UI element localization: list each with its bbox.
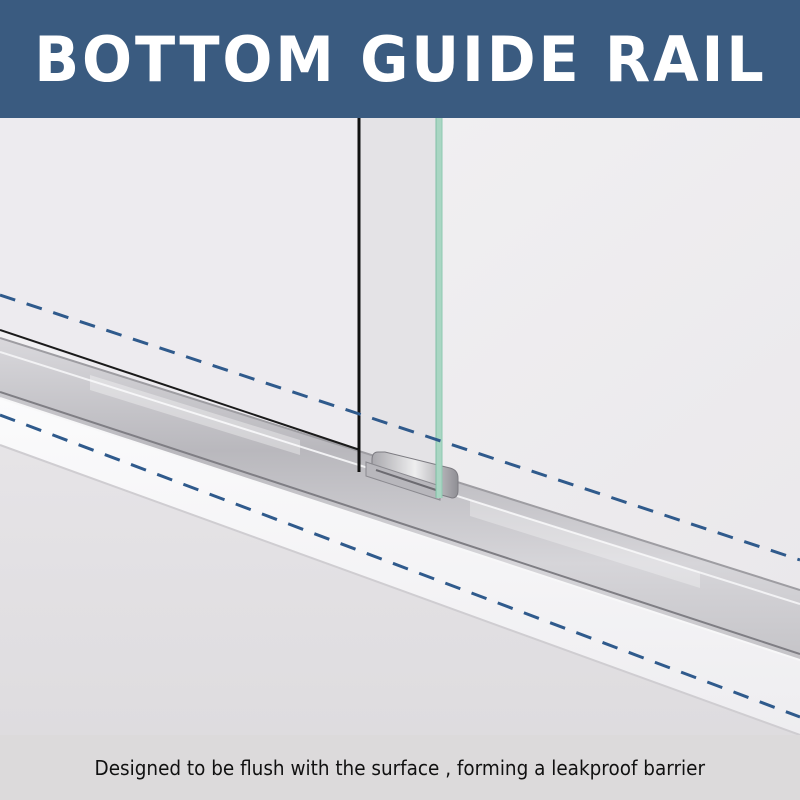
upper-dashed-guide-line — [0, 293, 800, 562]
lower-dashed-guide-line — [0, 413, 800, 719]
front-glass-panel — [360, 118, 440, 490]
rear-glass-panel — [0, 118, 360, 465]
title-banner: BOTTOM GUIDE RAIL — [0, 0, 800, 118]
caption-text: Designed to be flush with the surface , … — [94, 755, 706, 780]
guide-rail-illustration — [0, 118, 800, 735]
banner-title: BOTTOM GUIDE RAIL — [33, 22, 767, 96]
caption-bar: Designed to be flush with the surface , … — [0, 735, 800, 800]
chrome-guide-rail — [0, 338, 800, 660]
front-glass-green-edge — [436, 118, 442, 498]
rear-glass-bottom-edge — [0, 329, 361, 451]
